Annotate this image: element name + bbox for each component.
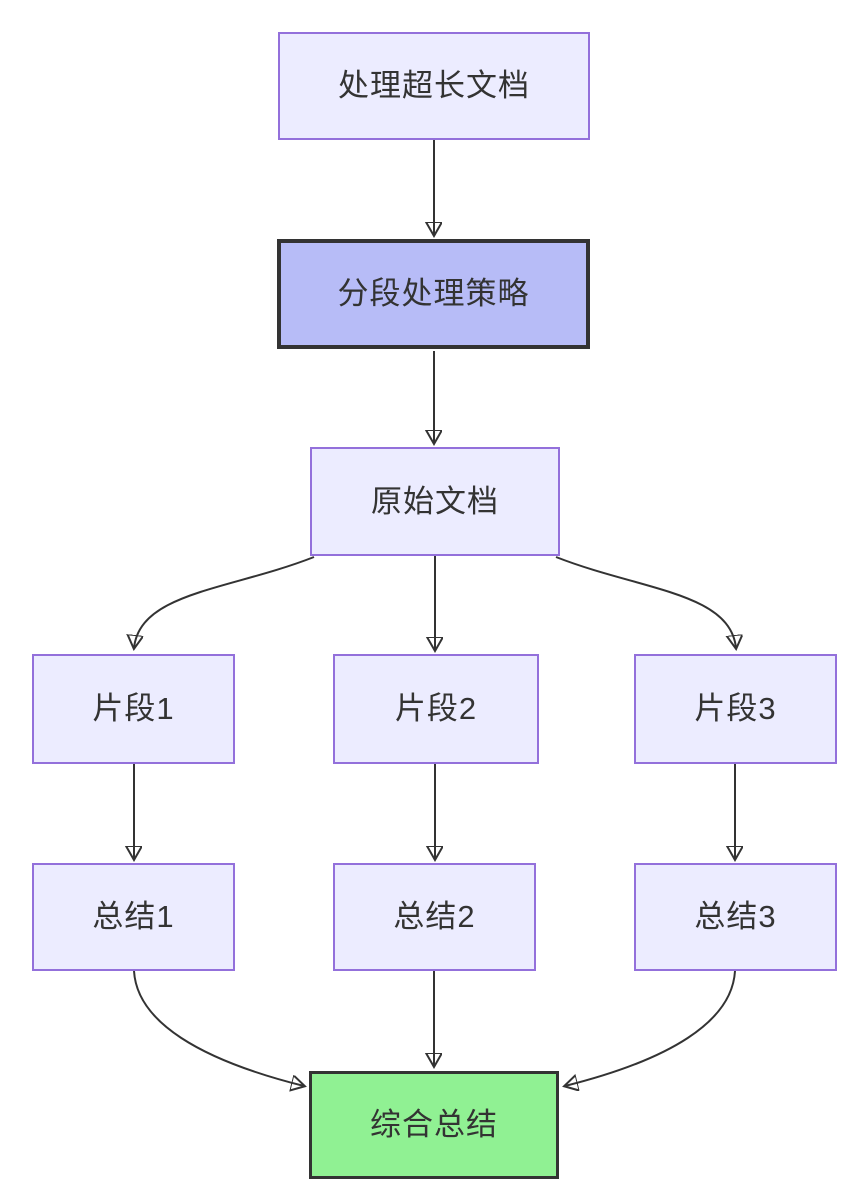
node-strategy-label: 分段处理策略 — [337, 276, 530, 312]
node-strategy: 分段处理策略 — [277, 239, 590, 349]
node-chunk3: 片段3 — [634, 654, 837, 764]
node-start: 处理超长文档 — [278, 32, 590, 140]
edge-summary1-final — [133, 970, 304, 1086]
node-summary3: 总结3 — [634, 863, 837, 971]
edge-summary3-final — [565, 970, 736, 1086]
node-summary1-label: 总结1 — [92, 899, 175, 935]
node-chunk2-label: 片段2 — [394, 691, 478, 727]
node-summary2-label: 总结2 — [393, 899, 476, 935]
node-summary3-label: 总结3 — [694, 899, 777, 935]
node-doc: 原始文档 — [310, 447, 560, 556]
node-chunk2: 片段2 — [333, 654, 539, 764]
node-summary2: 总结2 — [333, 863, 536, 971]
node-summary1: 总结1 — [32, 863, 235, 971]
node-chunk1: 片段1 — [32, 654, 235, 764]
node-doc-label: 原始文档 — [371, 483, 499, 519]
node-start-label: 处理超长文档 — [338, 68, 530, 104]
edge-doc-chunk1 — [134, 556, 315, 648]
node-final-label: 综合总结 — [370, 1107, 498, 1143]
node-final: 综合总结 — [309, 1071, 559, 1179]
edge-doc-chunk3 — [555, 556, 736, 648]
node-chunk1-label: 片段1 — [92, 691, 175, 727]
node-chunk3-label: 片段3 — [694, 691, 777, 727]
